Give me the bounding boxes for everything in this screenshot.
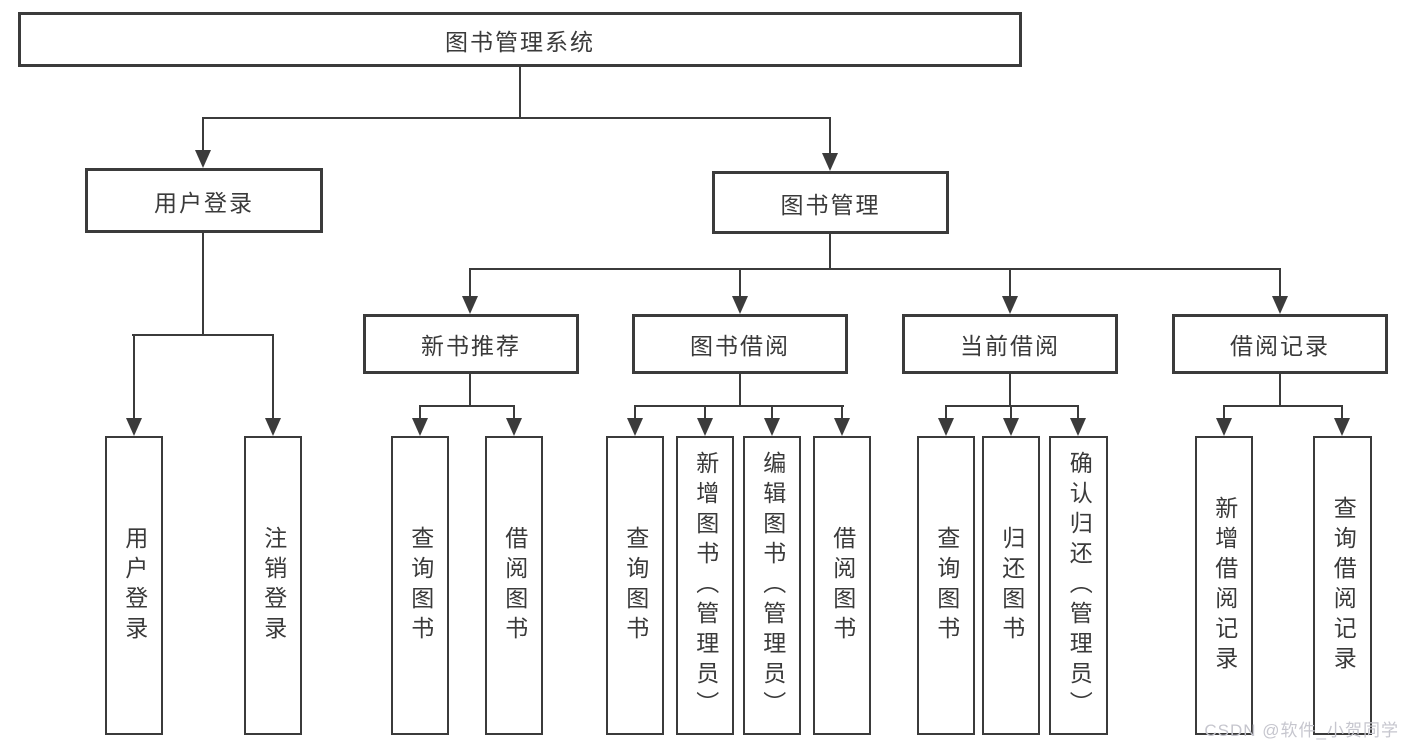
leaf-query-books-borrowing: 查询图书 [606,436,664,735]
connector-line [739,373,741,407]
connector-line [513,405,515,420]
node-book-management: 图书管理 [712,171,949,234]
leaf-query-books-recommend: 查询图书 [391,436,449,735]
connector-line [1010,405,1012,420]
arrowhead-down-icon [1272,296,1288,314]
connector-line [1279,373,1281,407]
connector-line [1279,268,1281,298]
arrowhead-down-icon [506,418,522,436]
arrowhead-down-icon [265,418,281,436]
connector-line [1223,405,1225,420]
connector-line [704,405,706,420]
leaf-return-books: 归还图书 [982,436,1040,735]
node-borrowing-records: 借阅记录 [1172,314,1388,374]
connector-line [945,405,1079,407]
node-new-book-recommend: 新书推荐 [363,314,579,374]
connector-line [1341,405,1343,420]
leaf-label: 借阅图书 [501,525,528,646]
arrowhead-down-icon [462,296,478,314]
arrowhead-down-icon [1070,418,1086,436]
arrowhead-down-icon [627,418,643,436]
connector-line [132,334,274,336]
node-current-borrowing: 当前借阅 [902,314,1118,374]
connector-line [202,117,831,119]
arrowhead-down-icon [412,418,428,436]
leaf-add-borrow-record: 新增借阅记录 [1195,436,1253,735]
connector-line [469,268,471,298]
leaf-label: 借阅图书 [829,525,856,646]
connector-line [634,405,636,420]
connector-line [419,405,421,420]
leaf-label: 新增借阅记录 [1211,495,1238,676]
leaf-logout: 注销登录 [244,436,302,735]
connector-line [739,268,741,298]
connector-line [1077,405,1079,420]
connector-line [1009,268,1011,298]
leaf-user-login: 用户登录 [105,436,163,735]
node-library-system: 图书管理系统 [18,12,1022,67]
connector-line [945,405,947,420]
arrowhead-down-icon [938,418,954,436]
connector-line [841,405,843,420]
connector-line [829,117,831,155]
leaf-label: 查询图书 [622,525,649,646]
leaf-label: 新增图书（管理员） [692,450,719,721]
leaf-confirm-return-admin: 确认归还（管理员） [1049,436,1108,735]
leaf-borrow-books-borrowing: 借阅图书 [813,436,871,735]
connector-line [469,373,471,407]
arrowhead-down-icon [732,296,748,314]
arrowhead-down-icon [1216,418,1232,436]
leaf-query-borrow-record: 查询借阅记录 [1313,436,1372,735]
leaf-label: 查询图书 [407,525,434,646]
arrowhead-down-icon [697,418,713,436]
leaf-query-books-current: 查询图书 [917,436,975,735]
leaf-label: 归还图书 [998,525,1025,646]
connector-line [829,233,831,270]
node-user-login: 用户登录 [85,168,323,233]
arrowhead-down-icon [1002,296,1018,314]
leaf-label: 查询图书 [933,525,960,646]
leaf-add-books-admin: 新增图书（管理员） [676,436,734,735]
leaf-borrow-books-recommend: 借阅图书 [485,436,543,735]
connector-line [202,117,204,153]
arrowhead-down-icon [834,418,850,436]
connector-line [469,268,1281,270]
arrowhead-down-icon [126,418,142,436]
leaf-label: 查询借阅记录 [1330,495,1357,676]
connector-line [419,405,515,407]
node-book-borrowing: 图书借阅 [632,314,848,374]
leaf-label: 用户登录 [121,525,148,646]
connector-line [771,405,773,420]
connector-line [519,66,521,118]
connector-line [634,405,844,407]
connector-line [202,232,204,336]
connector-line [1223,405,1343,407]
arrowhead-down-icon [822,153,838,171]
arrowhead-down-icon [195,150,211,168]
arrowhead-down-icon [764,418,780,436]
arrowhead-down-icon [1003,418,1019,436]
leaf-edit-books-admin: 编辑图书（管理员） [743,436,801,735]
connector-line [272,334,274,420]
connector-line [1009,373,1011,407]
connector-line [133,334,135,420]
watermark: CSDN @软件_小贺同学 [1204,721,1399,740]
leaf-label: 编辑图书（管理员） [759,450,786,721]
leaf-label: 注销登录 [260,525,287,646]
arrowhead-down-icon [1334,418,1350,436]
leaf-label: 确认归还（管理员） [1066,450,1093,721]
